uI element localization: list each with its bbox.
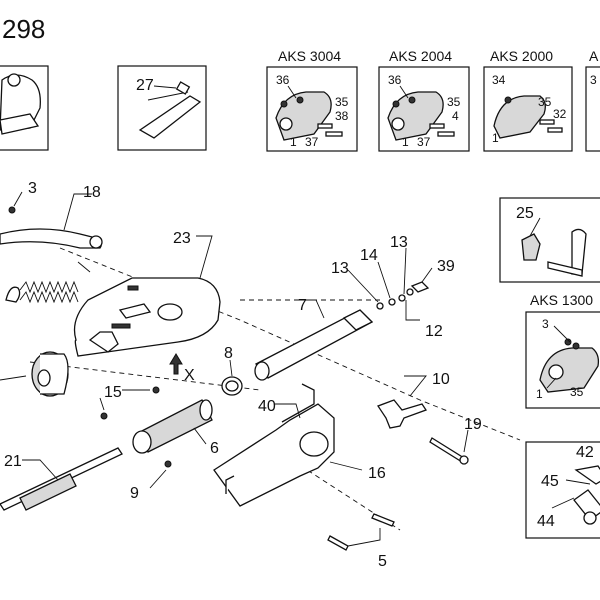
aks3004-label-35: 35 [335, 95, 349, 109]
assembly-axis-line [59, 247, 521, 441]
detail25-label-25: 25 [516, 205, 534, 222]
label-3: 3 [28, 180, 37, 197]
inset-detail-25: 25 [499, 197, 600, 283]
inset-aks-3004: AKS 3004 36 35 38 1 37 [266, 48, 358, 152]
aks3004-label-37: 37 [305, 135, 319, 149]
aks2000-label-34: 34 [492, 73, 506, 87]
detail42-label-45: 45 [541, 473, 559, 490]
part-21-rod [0, 447, 123, 511]
part-3-screw [8, 191, 23, 214]
aks2000-label-32: 32 [553, 107, 567, 121]
aks2004-label-35: 35 [447, 95, 461, 109]
part-15-bolts [99, 386, 160, 420]
spring-assembly [5, 261, 91, 304]
svg-text:3: 3 [590, 73, 597, 87]
label-8: 8 [224, 345, 233, 362]
label-14: 14 [360, 247, 378, 264]
inset-aks-2004: AKS 2004 36 35 4 1 37 [378, 48, 470, 152]
aks2000-label-1: 1 [492, 131, 499, 145]
label-21: 21 [4, 453, 22, 470]
aks2004-title: AKS 2004 [389, 48, 452, 64]
aks1300-label-35: 35 [570, 385, 584, 399]
label-6: 6 [210, 440, 219, 457]
bushing-bellows [0, 351, 69, 397]
part-8-ring [221, 359, 243, 396]
aks2004-label-36: 36 [388, 73, 402, 87]
diagram-title: 298 [2, 14, 45, 44]
part-6-damper [132, 399, 213, 454]
label-13a: 13 [331, 260, 349, 277]
aks2004-label-37: 37 [417, 135, 431, 149]
detail42-label-42: 42 [576, 444, 594, 461]
part-10-bracket [377, 375, 427, 429]
label-9: 9 [130, 485, 139, 502]
label-27: 27 [136, 77, 154, 94]
aks2004-label-1: 1 [402, 135, 409, 149]
label-19: 19 [464, 416, 482, 433]
label-15: 15 [104, 384, 122, 401]
aks1300-label-1: 1 [536, 387, 543, 401]
direction-arrow-x: X [169, 353, 195, 384]
label-16: 16 [368, 465, 386, 482]
label-18: 18 [83, 184, 101, 201]
part-19-pin [429, 429, 469, 465]
aks1300-title: AKS 1300 [530, 292, 593, 308]
inset-detail-27: 27 [117, 65, 207, 151]
part-40-bracket [213, 383, 363, 507]
inset-detail-42: 42 45 44 [525, 441, 600, 539]
svg-text:A: A [589, 48, 599, 64]
part-9-bolt [149, 460, 172, 489]
aks2000-title: AKS 2000 [490, 48, 553, 64]
label-x: X [184, 367, 195, 384]
inset-aks-2000: AKS 2000 34 35 32 1 [483, 48, 573, 152]
aks3004-label-1: 1 [290, 135, 297, 149]
inset-top-left [0, 65, 49, 151]
label-13b: 13 [390, 234, 408, 251]
aks2004-label-4: 4 [452, 109, 459, 123]
label-7: 7 [298, 297, 307, 314]
part-7-tube [254, 299, 374, 381]
small-fasteners-group [347, 247, 433, 321]
inset-top-right-partial: A 3 [585, 48, 600, 152]
label-39: 39 [437, 258, 455, 275]
label-40: 40 [258, 398, 276, 415]
part-23-housing [73, 235, 221, 357]
aks3004-title: AKS 3004 [278, 48, 341, 64]
part-18-handle [0, 193, 103, 249]
detail42-label-44: 44 [537, 513, 555, 530]
part-5-pins [327, 513, 395, 551]
aks3004-label-38: 38 [335, 109, 349, 123]
label-23: 23 [173, 230, 191, 247]
aks2000-label-35: 35 [538, 95, 552, 109]
label-12: 12 [425, 323, 443, 340]
aks3004-label-36: 36 [276, 73, 290, 87]
aks1300-label-3: 3 [542, 317, 549, 331]
label-10: 10 [432, 371, 450, 388]
label-5: 5 [378, 553, 387, 570]
inset-aks-1300: AKS 1300 3 1 35 [525, 292, 600, 409]
